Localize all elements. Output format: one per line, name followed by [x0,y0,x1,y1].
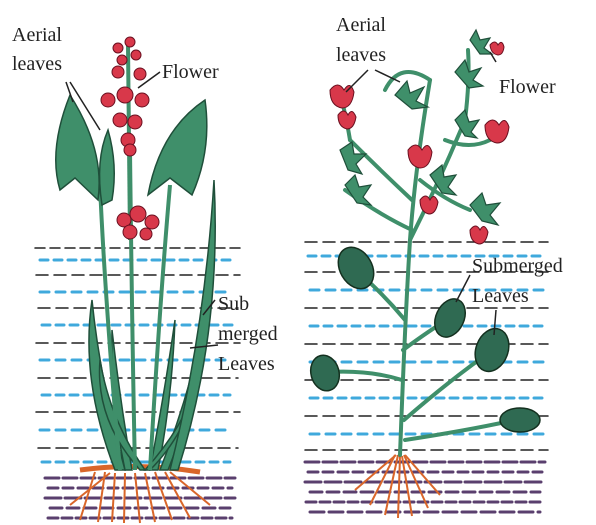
left-flower-label: Flower [162,61,219,83]
left-submerged-label-line3: Leaves [218,353,275,375]
right-roots [355,455,440,518]
right-submerged-leaf-4 [307,352,343,394]
right-submerged-label-line1: Submerged [472,255,563,277]
left-aerial-label-line2: leaves [12,53,62,75]
right-aerial-label-line2: leaves [336,44,386,66]
left-aerial-leaf-3 [100,130,115,205]
left-mud [45,478,235,518]
right-submerged-leaf-2 [429,294,471,342]
left-aerial-label-line1: Aerial [12,24,62,46]
left-plant: Aerial leaves Flower Sub merged Leaves [12,24,278,523]
left-roots [70,466,210,523]
right-submerged-label-line2: Leaves [472,285,529,307]
right-flower-label: Flower [499,76,556,98]
right-aerial-label-line1: Aerial [336,14,386,36]
left-aerial-leaf-1 [56,95,99,200]
left-aerial-leaf-2 [148,100,207,195]
left-submerged-label-line1: Sub [218,293,249,315]
right-submerged-leaf-5 [500,408,540,432]
right-submerged-leaf-3 [469,324,514,376]
right-plant: Aerial leaves Flower Submerged Leaves [305,14,563,518]
left-submerged-label-line2: merged [218,323,278,345]
right-mud [305,462,545,512]
